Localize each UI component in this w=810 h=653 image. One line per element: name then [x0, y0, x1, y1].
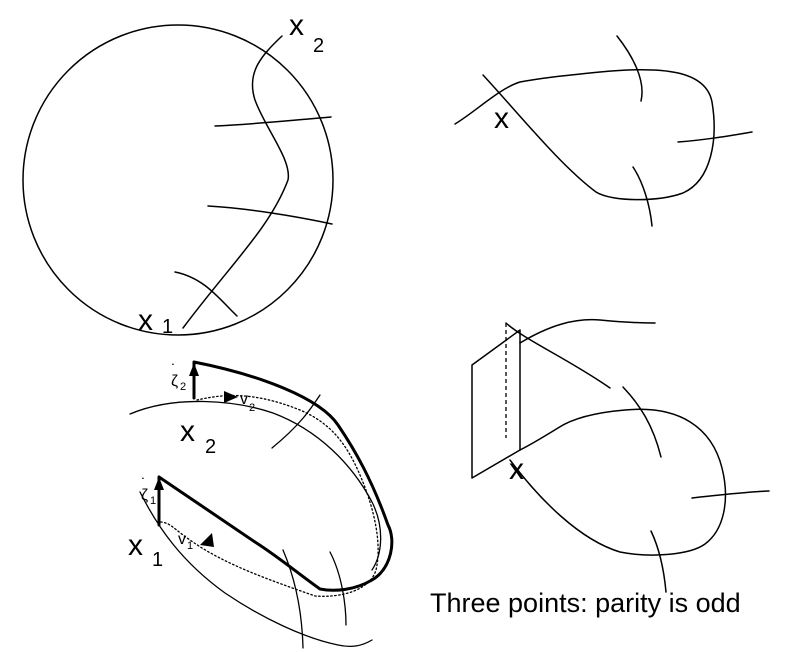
v1-label: v [178, 531, 186, 548]
frames-dotted-path [159, 394, 379, 597]
frames-base-curve-top [129, 400, 382, 571]
caption: Three points: parity is odd [430, 588, 741, 618]
disk-boundary [22, 24, 334, 336]
frames-transversal-2 [282, 549, 304, 649]
loop-curve [454, 68, 715, 201]
disk-label-x1: x [138, 304, 153, 337]
v2-label-sub: 2 [249, 402, 255, 414]
surface-transversal-right [691, 490, 770, 499]
zeta1-label: ζ [141, 487, 148, 504]
zeta1-label-dot: ˙ [141, 476, 146, 493]
frames-label-x1-sub: 1 [152, 549, 163, 571]
v2-arrowhead [224, 391, 238, 403]
surface-transversal-top [622, 386, 662, 458]
zeta2-label-sub: 2 [180, 381, 186, 393]
surface-upper-curve [505, 322, 611, 389]
loop-transversal-right [677, 131, 753, 143]
frames-panel: x 2 x 1 ˙ ζ 2 ˙ ζ 1 v 2 v 1 [128, 360, 394, 649]
frames-base-curve-bottom [139, 491, 373, 647]
v2-label: v [240, 391, 248, 408]
surface-sheet-front [471, 329, 521, 479]
loop-transversal-top [616, 35, 643, 102]
disk-transversal-2 [207, 205, 333, 225]
disk-label-x2-sub: 2 [313, 35, 324, 57]
v1-label-sub: 1 [187, 540, 193, 552]
zeta2-label-dot: ˙ [171, 362, 176, 379]
zeta2-label: ζ [171, 373, 178, 390]
disk-transversal-3 [174, 271, 238, 317]
surface-transversal-bottom [650, 530, 667, 593]
frames-label-x1: x [128, 529, 143, 562]
frames-label-x2: x [180, 415, 195, 448]
disk-label-x2: x [289, 9, 304, 42]
loop-panel: x [454, 35, 753, 227]
surface-loop-curve [509, 408, 727, 556]
surface-panel: x [471, 318, 770, 593]
disk-label-x1-sub: 1 [162, 316, 173, 338]
zeta1-arrow [154, 477, 164, 525]
surface-top-arc [519, 318, 656, 344]
disk-panel: x 2 x 1 [22, 9, 334, 338]
loop-transversal-bottom [632, 166, 653, 227]
zeta2-arrow [189, 363, 199, 398]
zeta1-label-sub: 1 [150, 495, 156, 507]
surface-label-x: x [509, 453, 524, 486]
v1-arrowhead [200, 533, 214, 547]
frames-label-x2-sub: 2 [205, 436, 216, 458]
disk-transversal-1 [214, 116, 332, 127]
disk-curve-x1-x2 [182, 35, 290, 329]
loop-label-x: x [494, 102, 509, 135]
frames-transversal-1 [271, 394, 321, 449]
